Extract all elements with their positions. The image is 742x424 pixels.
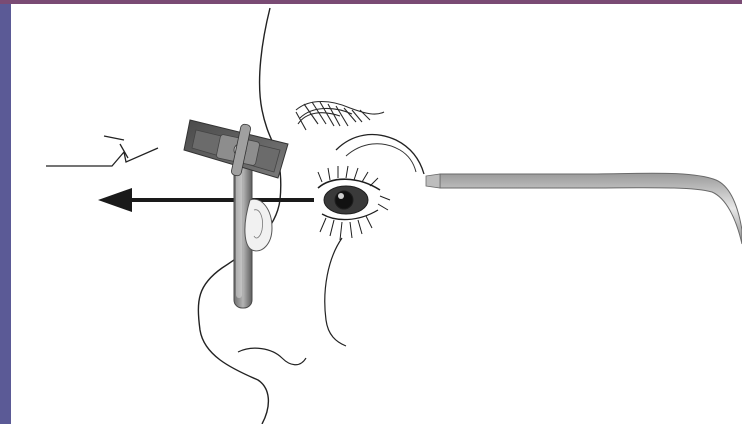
arrow-left-icon xyxy=(98,188,314,212)
glasses-hinge xyxy=(426,174,440,188)
glasses-temple-arm xyxy=(440,173,742,244)
zigzag-signal-icon xyxy=(46,136,158,166)
brow-ridge-inner xyxy=(346,144,416,172)
device-clip-housing xyxy=(184,120,288,178)
eyebrow xyxy=(296,102,384,131)
device-nose-pad xyxy=(245,199,272,251)
cheek-line xyxy=(325,238,346,346)
brow-ridge xyxy=(336,135,424,174)
nostril-line xyxy=(238,348,306,365)
eye xyxy=(318,166,390,240)
